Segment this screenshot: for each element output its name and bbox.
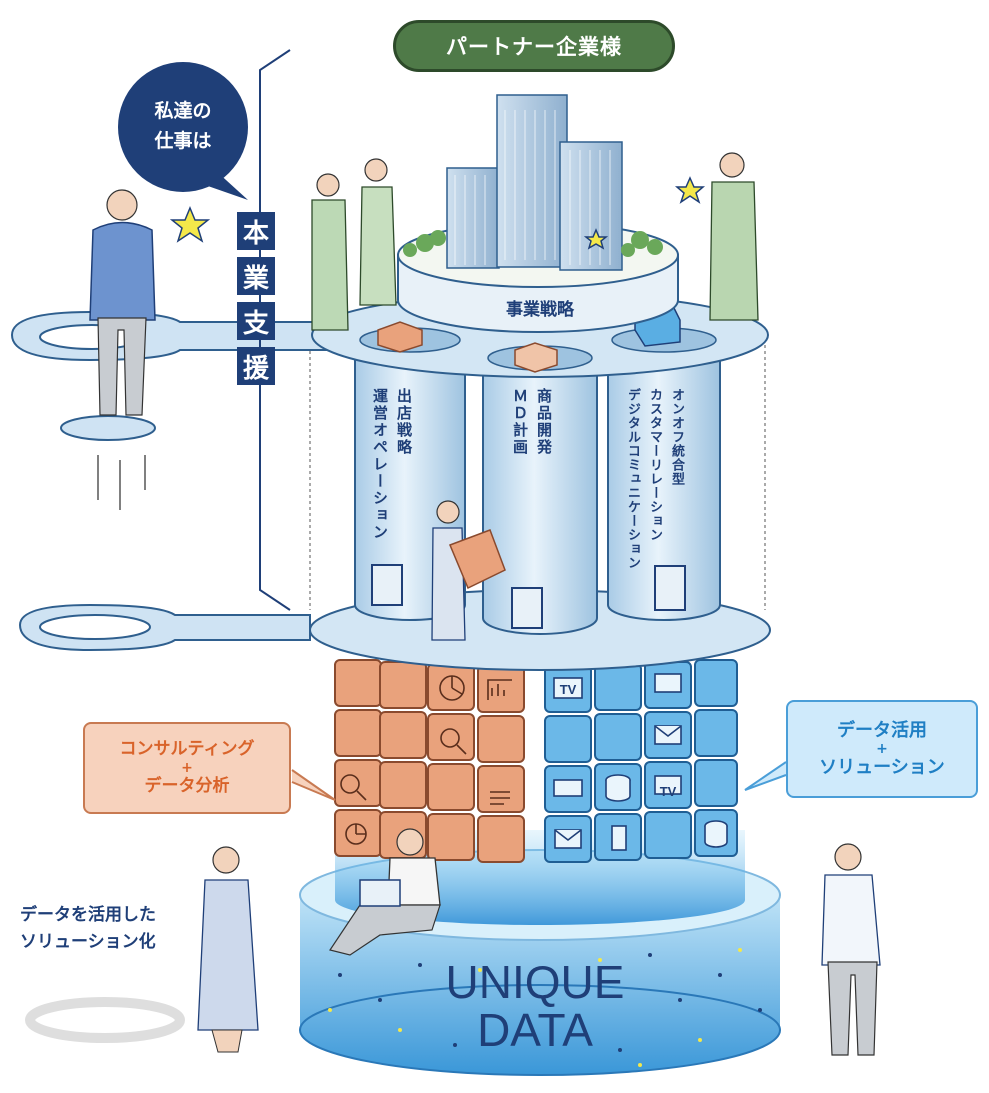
data-solution-callout: データ活用 + ソリューション [786, 700, 978, 798]
pillar-line: ＭＤ計画 [511, 388, 529, 456]
pillar-line: カスタマーリレーション [647, 388, 662, 542]
pillar-line: 運営オペレーション [371, 388, 389, 541]
right-callout-tail [744, 761, 787, 791]
solutionization-caption: データを活用した ソリューション化 [20, 902, 156, 956]
ghost-ring [25, 997, 185, 1043]
speech-bubble [118, 62, 248, 200]
core-support-char: 本 [237, 212, 275, 250]
callout-line-1: データ活用 [836, 720, 927, 741]
tv-icon: TV [659, 783, 677, 799]
people [89, 152, 881, 1056]
pillar-line: 出店戦略 [395, 388, 413, 456]
caption-line-1: データを活用した [20, 905, 156, 925]
callout-line-1: コンサルティング [119, 739, 255, 759]
lift-disc [60, 415, 156, 441]
pillar-line: 商品開発 [535, 388, 553, 456]
core-support-char: 援 [237, 347, 275, 385]
callout-plus: + [181, 760, 193, 776]
consulting-tiles [334, 659, 525, 863]
pillar-product-development: 商品開発 ＭＤ計画 [510, 388, 554, 528]
pillar-customer-relations: オンオフ統合型 カスタマーリレーション デジタルコミュニケーション [622, 388, 686, 578]
callout-line-2: ソリューション [819, 757, 945, 778]
callout-line-2: データ分析 [144, 776, 230, 796]
tv-icon: TV [559, 681, 577, 697]
pillar-store-operations: 出店戦略 運営オペレーション [370, 388, 414, 558]
solution-tiles [544, 659, 738, 863]
left-callout-tail [291, 769, 336, 801]
core-support-char: 支 [237, 302, 275, 340]
callout-plus: + [876, 741, 888, 757]
speech-line-2: 仕事は [154, 130, 212, 152]
pillar-line: デジタルコミュニケーション [625, 388, 640, 570]
speech-bubble-text: 私達の 仕事は [123, 96, 243, 156]
consulting-callout: コンサルティング + データ分析 [83, 722, 291, 814]
business-strategy-label: 事業戦略 [506, 300, 574, 320]
partner-companies-label: パートナー企業様 [393, 20, 675, 72]
core-business-support-label: 本 業 支 援 [237, 212, 275, 385]
data-line: DATA [477, 1004, 593, 1056]
unique-data-label: UNIQUE DATA [435, 958, 635, 1054]
core-support-char: 業 [237, 257, 275, 295]
unique-line: UNIQUE [445, 956, 625, 1008]
speech-line-1: 私達の [154, 100, 212, 122]
business-strategy-disc [397, 94, 679, 333]
pillar-line: オンオフ統合型 [669, 388, 684, 486]
caption-line-2: ソリューション化 [20, 932, 156, 952]
